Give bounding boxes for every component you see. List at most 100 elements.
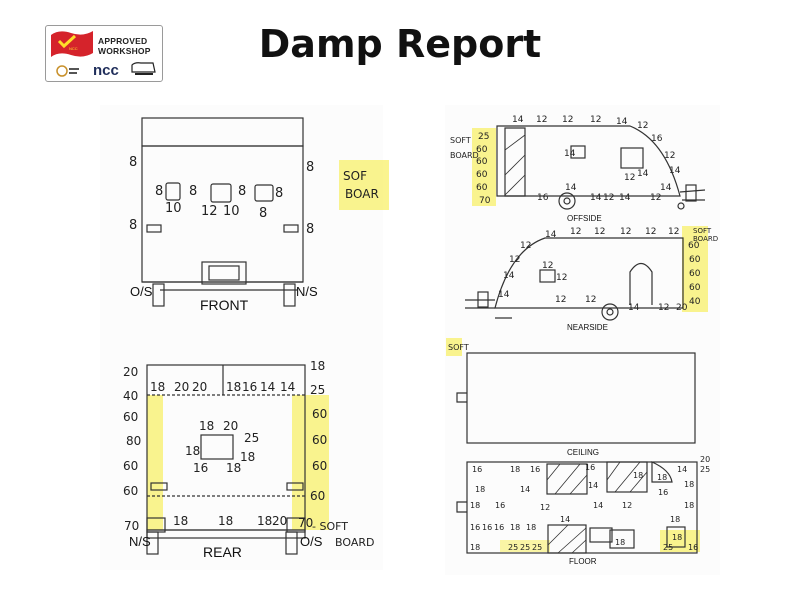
crest-icon: [56, 65, 79, 77]
floor-reading: 18: [510, 465, 520, 474]
rear-top-reading: 18: [226, 380, 241, 394]
floor-reading: 25: [532, 543, 542, 552]
nearside-reading: 14: [498, 290, 510, 300]
rear-top-reading: 16: [242, 380, 257, 394]
offside-reading: 14: [590, 193, 602, 203]
ceiling-view: [456, 352, 696, 444]
rear-window-reading: 18: [226, 461, 241, 475]
nearside-reading: 14: [628, 303, 640, 313]
rear-left-highlight: [147, 395, 163, 530]
offside-reading: 12: [664, 151, 675, 161]
offside-left-reading: 25: [478, 132, 489, 142]
nearside-reading: 12: [542, 261, 553, 271]
rear-view: [146, 364, 306, 555]
nearside-reading: 20: [676, 303, 688, 313]
floor-reading: 18: [672, 533, 682, 542]
floor-reading: 12: [622, 501, 632, 510]
rear-right-reading: 60: [312, 459, 327, 473]
floor-reading: 18: [510, 523, 520, 532]
floor-reading: 16: [495, 501, 505, 510]
offside-reading: 16: [651, 134, 663, 144]
front-reading: 8: [129, 218, 137, 233]
rear-window-reading: 16: [193, 461, 208, 475]
floor-reading: 14: [588, 481, 598, 490]
rear-note: BOARD: [335, 536, 374, 549]
front-labels: FRONT O/S N/S: [130, 284, 318, 313]
offside-reading: 14: [616, 117, 628, 127]
front-reading: 8: [189, 184, 197, 199]
front-reading: 12: [201, 204, 218, 219]
rear-left-reading: 80: [126, 434, 141, 448]
rear-ns-label: N/S: [129, 534, 151, 549]
offside-reading: 12: [624, 173, 635, 183]
floor-reading: 20: [700, 455, 710, 464]
rear-left-reading: 60: [123, 484, 138, 498]
svg-text:NCC: NCC: [69, 46, 78, 51]
rear-left-reading: 40: [123, 389, 138, 403]
nearside-highlight: [682, 226, 708, 312]
floor-reading: 18: [470, 501, 480, 510]
rear-bottom-reading: 18: [257, 514, 272, 528]
front-reading: 8: [155, 184, 163, 199]
offside-reading: 14: [619, 193, 631, 203]
front-view: [141, 117, 304, 307]
rear-left-reading: 70: [124, 519, 139, 533]
rear-right-reading: 60: [310, 489, 325, 503]
nearside-note: BOARD: [693, 235, 718, 243]
offside-reading: 16: [537, 193, 549, 203]
offside-note: SOFT: [450, 136, 471, 145]
front-reading: 10: [223, 204, 240, 219]
nearside-right-reading: 60: [689, 269, 701, 279]
floor-reading: 18: [657, 473, 667, 482]
floor-reading: 12: [540, 503, 550, 512]
nearside-reading: 12: [594, 227, 605, 237]
offside-reading: 14: [564, 149, 576, 159]
rear-readings: 18 20 20 18 16 14 14 20 40 80 60 60 60 7…: [123, 359, 374, 549]
badge-line2: WORKSHOP: [98, 46, 151, 56]
front-os-label: O/S: [130, 284, 153, 299]
floor-reading: 16: [658, 488, 668, 497]
ceiling-note: SOFT: [448, 343, 469, 352]
nearside-reading: 12: [668, 227, 679, 237]
front-note: BOAR: [345, 187, 379, 201]
floor-reading: 18: [684, 480, 694, 489]
front-readings: 8 8 8 10 8 12 10 8 8 8 8 8 8 SOF BOAR: [129, 155, 379, 237]
floor-reading: 16: [494, 523, 504, 532]
offside-reading: 14: [512, 115, 524, 125]
rear-left-reading: 60: [123, 459, 138, 473]
floor-reading: 18: [475, 485, 485, 494]
page-title: Damp Report: [258, 22, 542, 66]
rear-top-reading: 20: [174, 380, 189, 394]
nearside-reading: 12: [556, 273, 567, 283]
offside-reading: 12: [562, 115, 573, 125]
rear-top-reading: 20: [192, 380, 207, 394]
nearside-right-reading: 60: [689, 255, 701, 265]
rear-note: - SOFT: [312, 520, 348, 533]
offside-left-reading: 60: [476, 183, 488, 193]
offside-label: OFFSIDE: [567, 214, 602, 223]
nearside-reading: 12: [585, 295, 596, 305]
floor-reading: 16: [470, 523, 480, 532]
floor-reading: 18: [470, 543, 480, 552]
floor-reading: 18: [615, 538, 625, 547]
front-reading: 8: [306, 160, 314, 175]
offside-left-reading: 60: [476, 157, 488, 167]
floor-reading: 16: [585, 463, 595, 472]
badge-line1: APPROVED: [98, 36, 148, 46]
floor-reading: 25: [508, 543, 518, 552]
nearside-reading: 14: [545, 230, 557, 240]
rear-bottom-reading: 20: [272, 514, 287, 528]
ceiling-label: CEILING: [567, 448, 599, 457]
rear-right-reading: 60: [312, 433, 327, 447]
nearside-right-reading: 40: [689, 297, 701, 307]
rear-window-reading: 25: [244, 431, 259, 445]
rear-right-reading: 60: [312, 407, 327, 421]
offside-reading: 14: [669, 166, 681, 176]
front-reading: 8: [238, 184, 246, 199]
rear-top-reading: 14: [260, 380, 275, 394]
rear-window-reading: 18: [240, 450, 255, 464]
rear-window-reading: 20: [223, 419, 238, 433]
floor-label: FLOOR: [569, 557, 597, 566]
floor-reading: 18: [526, 523, 536, 532]
